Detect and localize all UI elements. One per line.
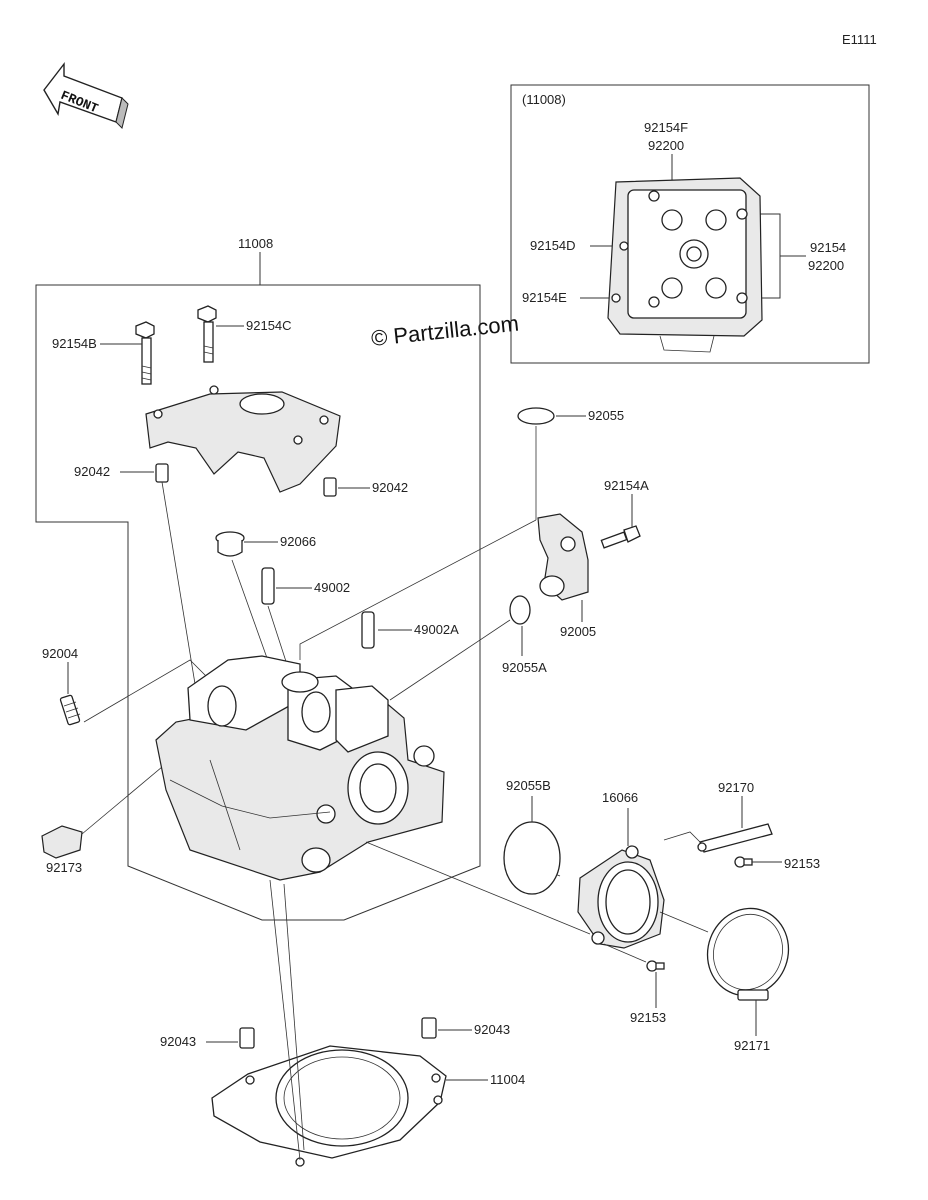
head-gasket-11004-drawing [211, 1045, 447, 1167]
label-92043-left: 92043 [160, 1034, 196, 1049]
label-92066: 92066 [280, 534, 316, 549]
bolt-92154A-icon [600, 525, 641, 549]
label-92004: 92004 [42, 646, 78, 661]
inset-label-92154E: 92154E [522, 290, 567, 305]
inset-label-92200-top: 92200 [648, 138, 684, 153]
stud-92004-icon [59, 694, 81, 726]
label-92154A: 92154A [604, 478, 649, 493]
o-ring-92055-icon [517, 407, 555, 425]
label-92042-left: 92042 [74, 464, 110, 479]
o-ring-92055A-icon [509, 595, 531, 625]
water-outlet-92005-drawing [537, 513, 589, 601]
valve-guide-49002A-icon [361, 611, 375, 649]
plug-92066-icon [215, 531, 245, 557]
inset-title: (11008) [522, 92, 566, 107]
dowel-92042-left-icon [155, 463, 169, 483]
intake-pipe-16066-drawing [577, 845, 665, 949]
dowel-92043-left-icon [239, 1027, 255, 1049]
inset-label-92154D: 92154D [530, 238, 576, 253]
plate-92170-icon [697, 823, 773, 853]
camshaft-holder-drawing [145, 385, 341, 493]
label-92170: 92170 [718, 780, 754, 795]
bolt-92154C-icon [197, 305, 217, 363]
label-92055A: 92055A [502, 660, 547, 675]
label-92153-right: 92153 [784, 856, 820, 871]
screw-92153-right-icon [734, 856, 753, 868]
valve-guide-49002-icon [261, 567, 275, 605]
dowel-92043-right-icon [421, 1017, 437, 1039]
label-92173: 92173 [46, 860, 82, 875]
inset-label-92200-right: 92200 [808, 258, 844, 273]
label-92154C: 92154C [246, 318, 292, 333]
label-92005: 92005 [560, 624, 596, 639]
diagram-code: E1111 [842, 32, 877, 47]
label-92055: 92055 [588, 408, 624, 423]
dowel-92042-right-icon [323, 477, 337, 497]
cylinder-head-assembly-outline: 11008 [35, 236, 481, 921]
label-92171: 92171 [734, 1038, 770, 1053]
inset-cylinder-head-drawing [607, 177, 763, 353]
label-49002A: 49002A [414, 622, 459, 637]
inset-label-92154: 92154 [810, 240, 846, 255]
screw-92153-lower-icon [646, 960, 665, 972]
sensor-92173-icon [41, 825, 83, 859]
label-16066: 16066 [602, 790, 638, 805]
label-92055B: 92055B [506, 778, 551, 793]
inset-label-92154F: 92154F [644, 120, 688, 135]
label-92153-lower: 92153 [630, 1010, 666, 1025]
front-arrow-icon: FRONT [43, 61, 129, 129]
label-92154B: 92154B [52, 336, 97, 351]
bolt-92154B-icon [135, 321, 155, 385]
inset-panel: (11008) 92154F 92200 92154D 92154E 92154… [510, 84, 870, 364]
label-49002: 49002 [314, 580, 350, 595]
label-92042-right: 92042 [372, 480, 408, 495]
label-11004: 11004 [490, 1072, 525, 1087]
cylinder-head-drawing [155, 655, 445, 881]
watermark: © Partzilla.com [370, 311, 520, 351]
label-92043-right: 92043 [474, 1022, 510, 1037]
label-11008: 11008 [238, 236, 273, 251]
clamp-92171-drawing [706, 907, 790, 1001]
o-ring-92055B-icon [503, 821, 561, 895]
